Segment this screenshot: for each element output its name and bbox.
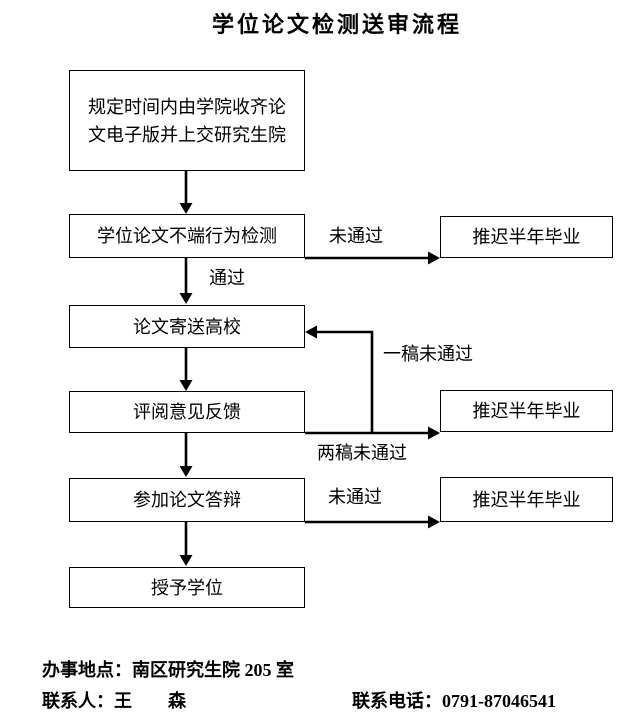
footer-contact-person: 联系人：王 森 bbox=[42, 691, 186, 711]
node-postpone-graduation-2: 推迟半年毕业 bbox=[440, 390, 613, 432]
edge-label-detect-fail: 未通过 bbox=[329, 226, 383, 246]
node-postpone-graduation-1: 推迟半年毕业 bbox=[440, 216, 613, 258]
arrowhead-down-4 bbox=[179, 466, 193, 477]
arrowhead-left-feedback bbox=[305, 325, 317, 339]
page-title: 学位论文检测送审流程 bbox=[212, 12, 463, 37]
arrowhead-down-5 bbox=[179, 555, 193, 566]
arrowhead-down-2 bbox=[179, 293, 193, 304]
node-misconduct-detection: 学位论文不端行为检测 bbox=[69, 214, 305, 258]
arrowhead-down-3 bbox=[179, 380, 193, 391]
edge-label-defense-fail: 未通过 bbox=[328, 487, 382, 507]
edge-label-first-draft-fail: 一稿未通过 bbox=[383, 344, 473, 364]
arrowhead-right-1 bbox=[428, 251, 440, 265]
edge-label-two-draft-fail: 两稿未通过 bbox=[317, 443, 407, 463]
arrowhead-right-2 bbox=[428, 426, 440, 440]
footer-contact-phone: 联系电话：0791-87046541 bbox=[352, 691, 556, 711]
node-postpone-graduation-3: 推迟半年毕业 bbox=[440, 477, 613, 522]
edge-label-detect-pass: 通过 bbox=[209, 268, 245, 288]
node-thesis-defense: 参加论文答辩 bbox=[69, 478, 305, 522]
arrowhead-down-1 bbox=[179, 203, 193, 214]
arrowhead-right-3 bbox=[428, 515, 440, 529]
node-confer-degree: 授予学位 bbox=[69, 567, 305, 608]
footer-office-location: 办事地点：南区研究生院 205 室 bbox=[42, 660, 294, 680]
node-review-feedback: 评阅意见反馈 bbox=[69, 391, 305, 433]
arrow-first-draft-feedback bbox=[316, 330, 374, 433]
node-send-to-universities: 论文寄送高校 bbox=[69, 305, 305, 348]
node-collect-thesis: 规定时间内由学院收齐论文电子版并上交研究生院 bbox=[69, 70, 305, 171]
